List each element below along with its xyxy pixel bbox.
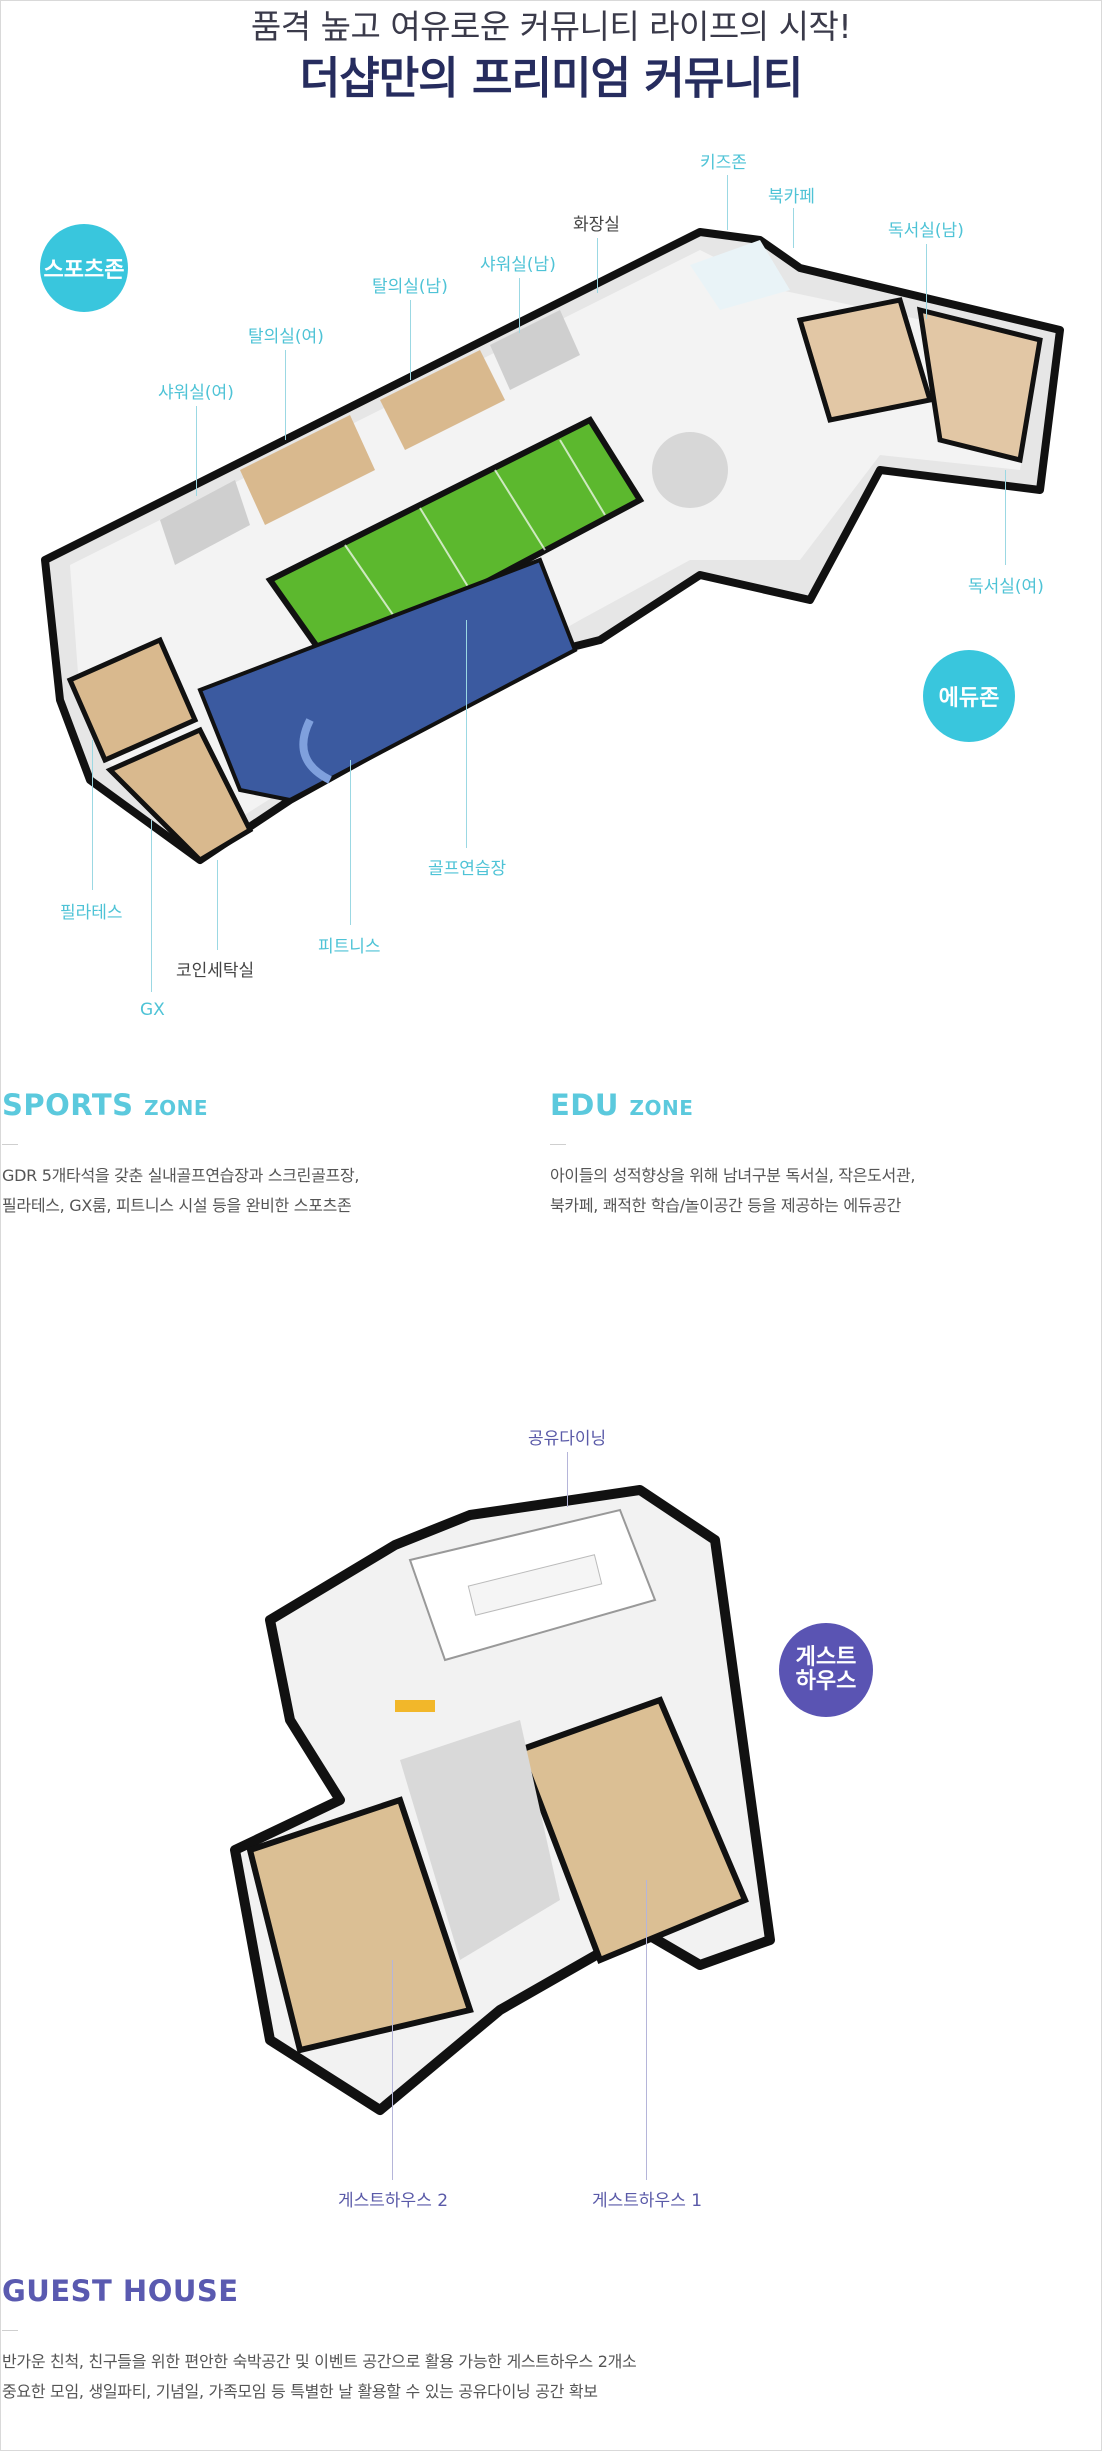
sports-zone-title: SPORTS ZONE [2, 1088, 522, 1122]
leader-pilates [92, 740, 93, 890]
label-gx: GX [140, 1000, 165, 1020]
pilates-room [66, 636, 199, 764]
label-shower-room-m: 샤워실(남) [480, 255, 556, 275]
guest-house-divider [2, 2330, 18, 2331]
page-subtitle: 품격 높고 여유로운 커뮤니티 라이프의 시작! [250, 7, 852, 46]
guest-house-line-2: 중요한 모임, 생일파티, 기념일, 가족모임 등 특별한 날 활용할 수 있는… [2, 2382, 598, 2401]
label-guest-house-2: 게스트하우스 2 [338, 2191, 449, 2211]
leader-golf-practice [466, 620, 467, 848]
label-locker-room-f: 탈의실(여) [248, 327, 324, 347]
label-study-room-f: 독서실(여) [968, 577, 1044, 597]
leader-guest-house-1 [646, 1880, 647, 2180]
edu-zone-title: EDU ZONE [550, 1088, 1090, 1122]
shower-room-f [160, 480, 250, 565]
guest-house-line-1: 반가운 친척, 친구들을 위한 편안한 숙박공간 및 이벤트 공간으로 활용 가… [2, 2352, 637, 2371]
leader-guest-house-2 [392, 1960, 393, 2180]
page-title: 더샵만의 프리미엄 커뮤니티 [299, 53, 803, 104]
leader-fitness [350, 760, 351, 925]
locker-room-m [380, 350, 505, 450]
edu-zone-badge: 에듀존 [923, 650, 1015, 742]
community-floor-plan [41, 228, 1064, 864]
leader-shower-room-f [196, 406, 197, 496]
golf-practice-area [265, 416, 645, 669]
leader-locker-room-m [410, 300, 411, 380]
leader-locker-room-f [285, 350, 286, 440]
guest-house-badge-line-1: 게스트 [795, 1645, 857, 1670]
leader-study-room-f [1005, 470, 1006, 565]
sports-zone-badge: 스포츠존 [40, 224, 128, 312]
leader-kids-zone [727, 175, 728, 230]
guest-room-1 [516, 1696, 749, 1964]
edu-zone-section: EDU ZONE 아이들의 성적향상을 위해 남녀구분 독서실, 작은도서관, … [550, 1088, 1090, 1221]
edu-zone-title-sub: ZONE [629, 1096, 694, 1120]
guest-house-badge: 게스트 하우스 [779, 1623, 873, 1717]
leader-shared-dining [567, 1452, 568, 1507]
edu-zone-divider [550, 1144, 566, 1145]
leader-gx [151, 820, 152, 992]
leader-coin-laundry [217, 860, 218, 950]
label-study-room-m: 독서실(남) [888, 221, 964, 241]
label-guest-house-1: 게스트하우스 1 [592, 2191, 703, 2211]
guest-house-title: GUEST HOUSE [2, 2274, 239, 2308]
sports-zone-line-1: GDR 5개타석을 갖춘 실내골프연습장과 스크린골프장, [2, 1166, 360, 1185]
label-locker-room-m: 탈의실(남) [372, 277, 448, 297]
label-fitness: 피트니스 [318, 937, 381, 957]
sports-zone-divider [2, 1144, 18, 1145]
gx-room [105, 726, 254, 864]
shower-room-m [490, 310, 580, 390]
label-restroom: 화장실 [573, 215, 620, 235]
study-room-m [796, 297, 934, 423]
label-pilates: 필라테스 [60, 903, 123, 923]
kids-zone [690, 240, 790, 310]
edu-zone-line-1: 아이들의 성적향상을 위해 남녀구분 독서실, 작은도서관, [550, 1166, 916, 1185]
label-golf-practice: 골프연습장 [428, 859, 507, 879]
study-room-f [916, 306, 1043, 464]
label-shared-dining: 공유다이닝 [528, 1429, 607, 1449]
sports-zone-title-sub: ZONE [144, 1096, 209, 1120]
guest-house-badge-line-2: 하우스 [795, 1669, 857, 1694]
label-coin-laundry: 코인세탁실 [176, 961, 255, 981]
sports-zone-line-2: 필라테스, GX룸, 피트니스 시설 등을 완비한 스포츠존 [2, 1196, 352, 1215]
locker-room-f [240, 415, 375, 525]
edu-zone-title-main: EDU [550, 1088, 619, 1122]
label-bookcafe: 북카페 [768, 187, 815, 207]
leader-shower-room-m [519, 278, 520, 333]
guest-corridor [400, 1720, 560, 1960]
sports-zone-title-main: SPORTS [2, 1088, 134, 1122]
guest-room-2 [246, 1796, 474, 2054]
guest-house-section: GUEST HOUSE 반가운 친척, 친구들을 위한 편안한 숙박공간 및 이… [2, 2274, 1092, 2407]
edu-zone-line-2: 북카페, 쾌적한 학습/놀이공간 등을 제공하는 에듀공간 [550, 1196, 902, 1215]
label-kids-zone: 키즈존 [700, 153, 747, 173]
guest-house-floor-plan [230, 1485, 775, 2115]
leader-bookcafe [793, 208, 794, 248]
leader-restroom [597, 238, 598, 293]
fitness-area [197, 557, 578, 803]
label-shower-room-f: 샤워실(여) [158, 383, 234, 403]
leader-study-room-m [926, 244, 927, 319]
sports-zone-section: SPORTS ZONE GDR 5개타석을 갖춘 실내골프연습장과 스크린골프장… [2, 1088, 522, 1221]
